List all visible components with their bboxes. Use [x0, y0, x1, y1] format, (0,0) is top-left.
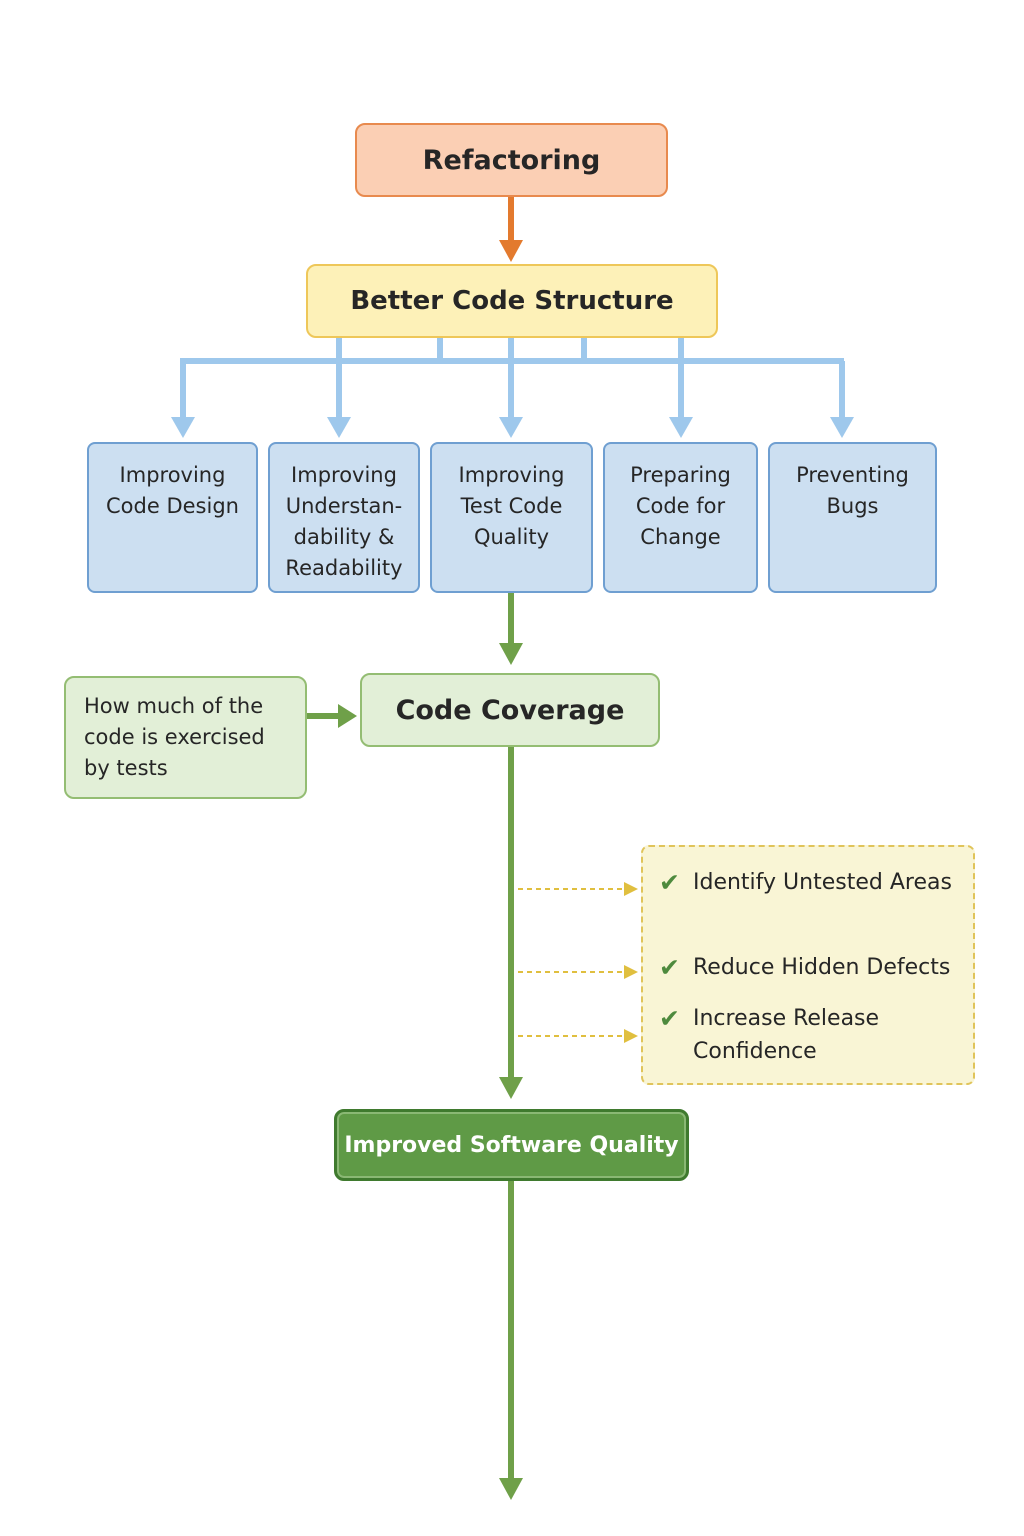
node-improving-code-design: Improving Code Design: [87, 442, 258, 593]
blue-arrowheads: [171, 417, 854, 438]
node-preventing-bugs-label: Preventing Bugs: [796, 463, 909, 518]
node-code-coverage-label: Code Coverage: [395, 694, 625, 726]
node-better-code-structure: Better Code Structure: [306, 264, 718, 338]
node-improving-test-code-quality: Improving Test Code Quality: [430, 442, 593, 593]
node-code-coverage: Code Coverage: [360, 673, 660, 747]
coverage-outcomes-panel: ✔ Identify Untested Areas ✔ Reduce Hidde…: [641, 845, 975, 1085]
node-improving-understandability: Improving Understan- dability & Readabil…: [268, 442, 420, 593]
node-improving-understandability-label: Improving Understan- dability & Readabil…: [285, 463, 403, 580]
dashed-outcome-connectors: [518, 888, 626, 1037]
blue-distribution-connectors: [180, 338, 845, 420]
outcome-item-label: Reduce Hidden Defects: [693, 955, 951, 980]
check-icon: ✔: [659, 1004, 680, 1033]
outcome-item-label: Identify Untested Areas: [693, 870, 952, 895]
outcome-item: ✔ Increase Release Confidence: [659, 1002, 969, 1068]
node-improved-software-quality-label: Improved Software Quality: [344, 1132, 679, 1158]
outcome-item: ✔ Identify Untested Areas: [659, 866, 969, 899]
outcome-item: ✔ Reduce Hidden Defects: [659, 951, 969, 984]
check-icon: ✔: [659, 953, 680, 982]
check-icon: ✔: [659, 868, 680, 897]
node-refactoring-label: Refactoring: [422, 144, 601, 176]
node-improving-test-code-quality-label: Improving Test Code Quality: [458, 463, 565, 549]
arrow-coverage-to-quality: [499, 747, 523, 1099]
node-preparing-code-for-change-label: Preparing Code for Change: [630, 463, 731, 549]
node-improved-software-quality: Improved Software Quality: [334, 1109, 689, 1181]
arrow-refactoring-to-structure: [499, 197, 523, 262]
node-better-code-structure-label: Better Code Structure: [350, 286, 674, 316]
node-coverage-note-label: How much of the code is exercised by tes…: [84, 694, 265, 780]
node-coverage-note: How much of the code is exercised by tes…: [64, 676, 307, 799]
arrow-quality-downward: [499, 1181, 523, 1500]
arrow-areas-to-coverage: [499, 593, 523, 665]
outcome-item-label: Increase Release Confidence: [693, 1006, 880, 1064]
dashed-arrowheads: [624, 882, 638, 1043]
node-refactoring: Refactoring: [355, 123, 668, 197]
node-preparing-code-for-change: Preparing Code for Change: [603, 442, 758, 593]
node-improving-code-design-label: Improving Code Design: [106, 463, 239, 518]
node-preventing-bugs: Preventing Bugs: [768, 442, 937, 593]
arrow-note-to-coverage: [307, 704, 357, 728]
